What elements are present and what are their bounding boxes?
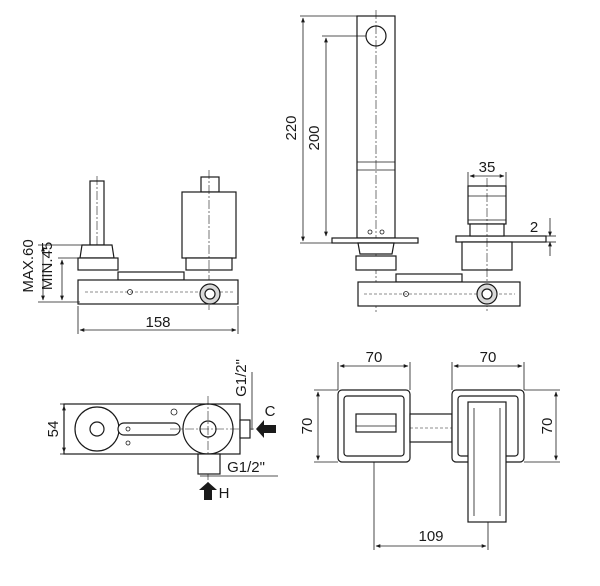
front-elevation-view: 220 200 35 2: [283, 10, 556, 312]
dim-70-side-right: 70: [539, 418, 556, 435]
front-plates-view: 70 70 70 70 109: [299, 349, 560, 550]
thread-g12-hot: G1/2": [227, 459, 265, 476]
plan-view: 54 G1/2" G1/2" C H: [45, 359, 278, 502]
dim-70-right: 70: [480, 349, 497, 366]
cold-arrow-icon: [256, 420, 276, 438]
side-elevation-view: 158 MAX.60 MIN.45: [20, 170, 239, 334]
connecting-bar: [117, 271, 185, 281]
spout-collar: [79, 244, 115, 259]
hot-arrow-icon: [199, 482, 217, 500]
dim-70-left: 70: [366, 349, 383, 366]
dim-109: 109: [418, 528, 443, 545]
port-c-label: C: [265, 403, 276, 420]
dim-200: 200: [306, 125, 323, 150]
dim-220: 220: [283, 115, 300, 140]
dim-70-side-left: 70: [299, 418, 316, 435]
dim-158: 158: [145, 314, 170, 331]
port-h-label: H: [219, 485, 230, 502]
dim-min-45: MIN.45: [39, 242, 56, 290]
slot: [117, 422, 181, 436]
dim-2: 2: [530, 219, 538, 236]
spout-plate: [331, 237, 419, 244]
connecting-bar: [395, 273, 463, 283]
spout-nut: [77, 257, 119, 271]
spout-outlet-slot: [355, 413, 397, 433]
dim-54: 54: [45, 421, 62, 438]
dim-35: 35: [479, 159, 496, 176]
dim-max-60: MAX.60: [20, 239, 37, 292]
mixer-plate: [455, 235, 547, 243]
cold-inlet: [239, 419, 251, 439]
hot-inlet: [197, 453, 221, 475]
spout-union: [355, 255, 397, 271]
thread-g12-cold: G1/2": [233, 359, 250, 397]
mixer-cap: [200, 176, 220, 193]
